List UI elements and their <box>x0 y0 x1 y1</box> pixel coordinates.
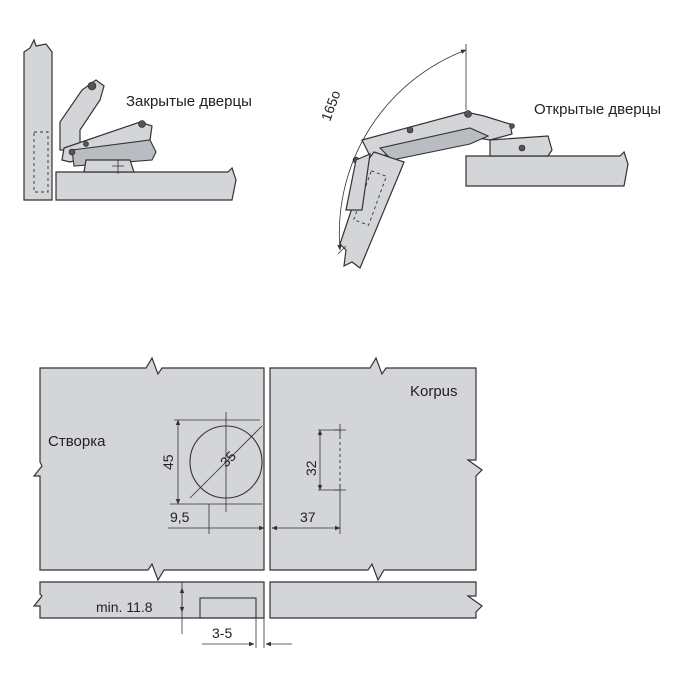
cup-height-dim: 45 <box>160 454 176 470</box>
mount-spacing-dim: 32 <box>303 460 319 476</box>
gap-range-dim: 3-5 <box>212 625 232 641</box>
open-cabinet-panel <box>465 150 629 187</box>
opening-angle-label: 165o <box>318 88 344 123</box>
mount-offset-dim: 37 <box>300 509 316 525</box>
door-panel-label: Створка <box>48 433 106 450</box>
cabinet-panel-plan <box>269 356 483 582</box>
min-thickness-dim: min. 11.8 <box>96 599 153 615</box>
closed-doors-label: Закрытые дверцы <box>126 93 252 110</box>
cabinet-edge-profile <box>269 581 483 619</box>
cabinet-panel-label: Korpus <box>410 383 458 400</box>
open-doors-label: Открытые дверцы <box>534 101 661 118</box>
closed-door-panel <box>23 38 53 201</box>
opening-angle-arc <box>337 49 467 251</box>
closed-cabinet-panel <box>55 166 237 201</box>
closed-hinge-mechanism <box>59 79 157 174</box>
edge-dimensions: min. 11.8 3-5 <box>96 581 292 648</box>
edge-cup-recess <box>199 597 257 619</box>
mount-plate-holes: 32 37 <box>271 424 346 534</box>
open-door-view: 165o Открытые дверцы <box>318 44 661 269</box>
cup-boring: 45 35 9,5 <box>160 412 265 534</box>
closed-cup-outline <box>33 131 49 193</box>
cup-offset-dim: 9,5 <box>170 509 190 525</box>
door-panel-plan <box>32 356 265 582</box>
closed-door-view: Закрытые дверцы <box>23 38 252 201</box>
door-edge-profile <box>32 581 265 619</box>
